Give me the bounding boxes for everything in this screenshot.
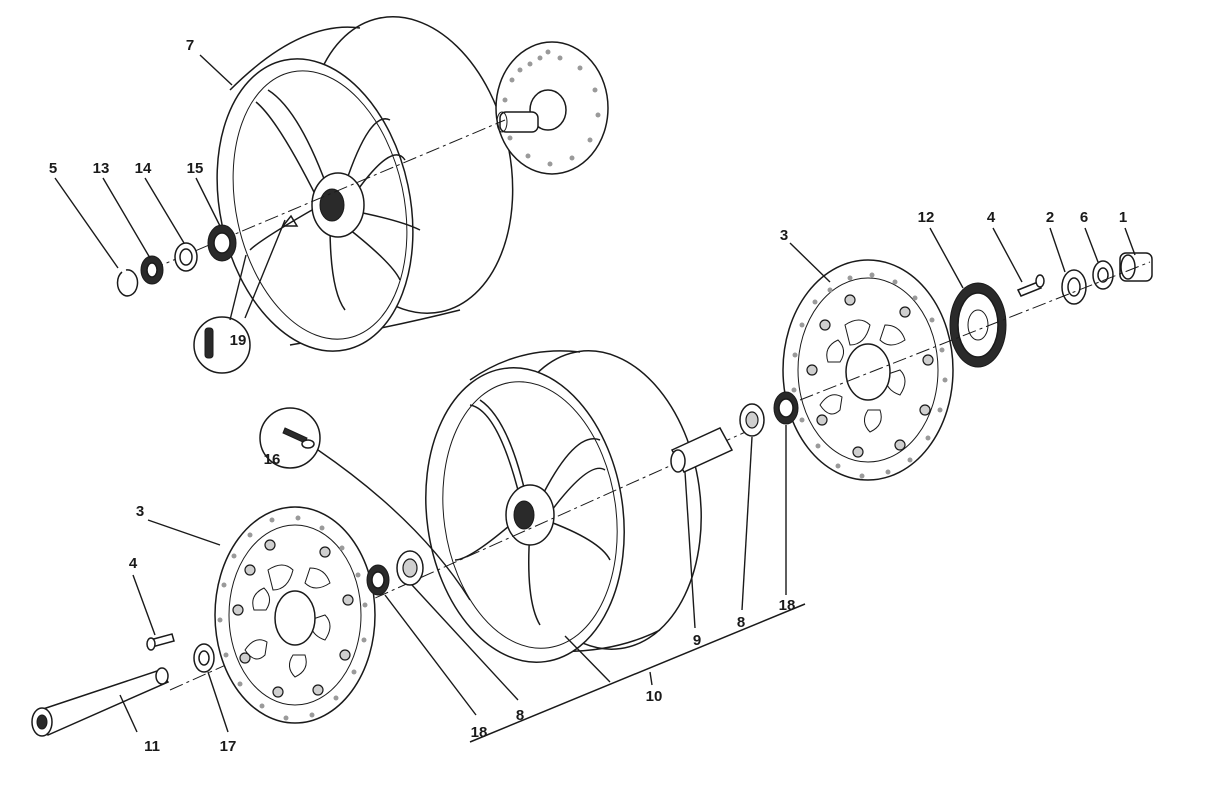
right-brake-disc — [782, 259, 954, 481]
label-14: 14 — [135, 160, 152, 177]
bearing-8-right — [739, 403, 765, 437]
bracket-10 — [469, 603, 806, 743]
label-7: 7 — [186, 37, 194, 54]
valve-inset-16 — [259, 407, 471, 601]
nut-13 — [140, 255, 164, 285]
valve-inset-19 — [193, 219, 286, 374]
label-11: 11 — [144, 738, 160, 755]
front-axle-11 — [31, 667, 170, 737]
seal-18-right — [773, 391, 799, 425]
bearing-8-left — [396, 550, 424, 586]
label-17: 17 — [220, 738, 237, 755]
leader-lines — [54, 54, 1136, 733]
label-15: 15 — [187, 160, 204, 177]
spacer-17 — [193, 643, 215, 673]
label-4-bottom: 4 — [129, 555, 138, 572]
label-2: 2 — [1046, 209, 1054, 226]
label-18-right: 18 — [779, 597, 796, 614]
rear-wheel — [216, 16, 514, 352]
seal-15 — [207, 224, 237, 262]
label-1: 1 — [1119, 209, 1127, 226]
bolt-4-bottom — [146, 633, 175, 651]
label-8-left: 8 — [516, 707, 524, 724]
label-19: 19 — [230, 332, 247, 349]
circlip-5 — [116, 269, 139, 297]
sprocket-12 — [949, 282, 1007, 368]
label-13: 13 — [93, 160, 110, 177]
label-12: 12 — [918, 209, 935, 226]
label-5: 5 — [49, 160, 57, 177]
left-brake-disc — [214, 506, 376, 724]
label-9: 9 — [693, 632, 701, 649]
label-6: 6 — [1080, 209, 1088, 226]
bolt-4-top — [1016, 274, 1045, 297]
label-10: 10 — [646, 688, 663, 705]
label-16: 16 — [264, 451, 281, 468]
washer-6 — [1092, 260, 1114, 290]
seal-18-left — [366, 564, 390, 596]
label-3-top: 3 — [780, 227, 788, 244]
label-4-top: 4 — [987, 209, 996, 226]
spacer-tube-9 — [670, 427, 734, 473]
spacer-2 — [1061, 269, 1087, 305]
label-18-left: 18 — [471, 724, 488, 741]
front-wheel — [425, 350, 702, 663]
right-centerline — [799, 261, 1151, 401]
spacer-14 — [174, 242, 198, 272]
rear-brake-disc — [495, 41, 609, 175]
label-3-bottom: 3 — [136, 503, 144, 520]
label-8-right: 8 — [737, 614, 745, 631]
